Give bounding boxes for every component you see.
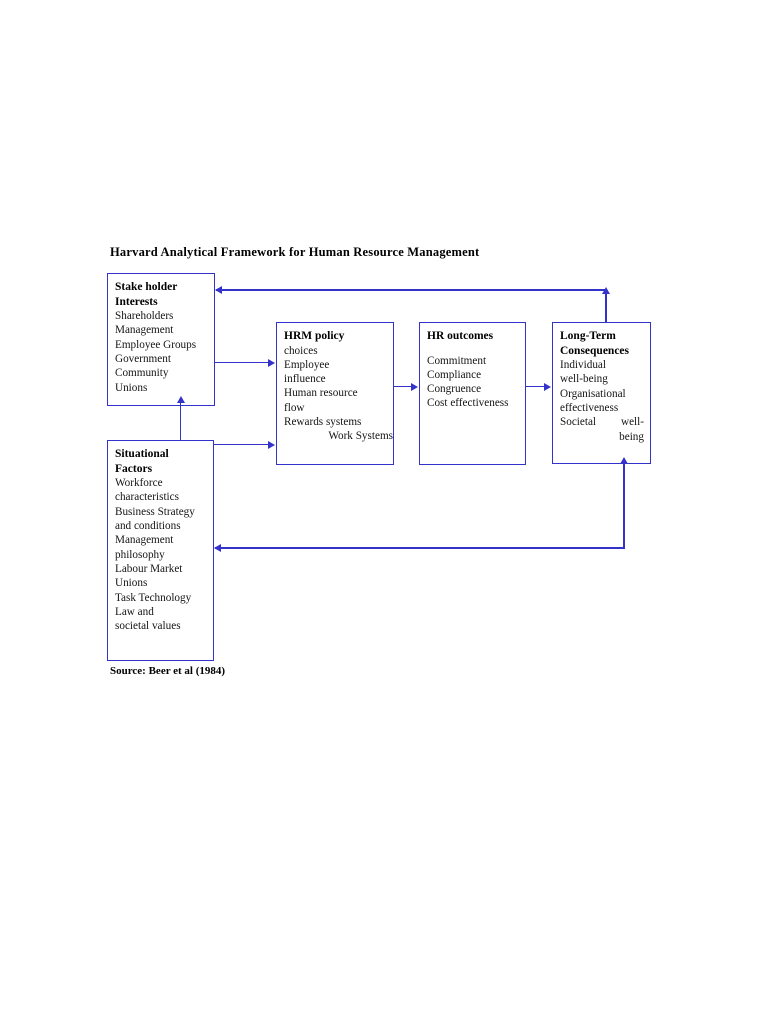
list-item: influence bbox=[284, 373, 326, 386]
connector-stakeholder-to-hrm-policy-line bbox=[215, 361, 269, 364]
connector-long-term-feedback-top-riser bbox=[605, 290, 607, 323]
list-item: choices bbox=[284, 344, 318, 357]
list-item-being: being bbox=[619, 430, 644, 443]
node-stakeholder-interests[interactable]: Stake holder Interests Shareholders Mana… bbox=[107, 273, 215, 406]
list-item: philosophy bbox=[115, 548, 165, 561]
list-item: flow bbox=[284, 401, 305, 414]
list-item: Business Strategy bbox=[115, 505, 195, 518]
connector-situational-to-hrm-policy-arrowhead bbox=[268, 440, 275, 449]
list-item: Individual bbox=[560, 359, 606, 372]
connector-hr-outcomes-to-long-term-arrowhead bbox=[544, 382, 551, 391]
node-hr-outcomes[interactable]: HR outcomes Commitment Compliance Congru… bbox=[419, 322, 526, 465]
list-item: societal values bbox=[115, 620, 181, 633]
list-item-societal: Societal bbox=[560, 416, 597, 429]
connector-hrm-policy-to-hr-outcomes-line bbox=[393, 385, 413, 388]
node-long-term-consequences-title: Long-Term Consequences bbox=[560, 330, 630, 357]
node-hrm-policy-title: HRM policy bbox=[284, 330, 345, 342]
connector-long-term-feedback-bottom-riser bbox=[623, 460, 625, 549]
node-long-term-consequences-list: Individual well-being Organisational eff… bbox=[560, 358, 644, 444]
diagram-title: Harvard Analytical Framework for Human R… bbox=[110, 245, 480, 259]
connector-stakeholder-to-hrm-policy-arrowhead bbox=[268, 358, 275, 367]
node-long-term-consequences-content: Long-Term Consequences Individual well-b… bbox=[553, 323, 650, 444]
list-item: characteristics bbox=[115, 491, 179, 504]
list-item: Unions bbox=[115, 577, 148, 590]
node-situational-factors-content: Situational Factors Workforce characteri… bbox=[108, 441, 213, 633]
list-item: Shareholders bbox=[115, 310, 174, 323]
list-item: Unions bbox=[115, 381, 148, 394]
connector-long-term-feedback-to-stakeholder-line bbox=[216, 289, 606, 291]
node-hrm-policy-content: HRM policy choices Employee influence Hu… bbox=[277, 323, 393, 444]
node-hr-outcomes-list: Commitment Compliance Congruence Cost ef… bbox=[427, 354, 519, 411]
list-item: Cost effectiveness bbox=[427, 397, 509, 410]
node-stakeholder-interests-content: Stake holder Interests Shareholders Mana… bbox=[108, 274, 214, 395]
list-item: Human resource bbox=[284, 387, 358, 400]
node-situational-factors-list: Workforce characteristics Business Strat… bbox=[115, 476, 207, 633]
list-item: Rewards systems bbox=[284, 416, 362, 429]
list-item: Congruence bbox=[427, 383, 482, 396]
list-item: Task Technology bbox=[115, 591, 192, 604]
node-situational-factors-title: Situational Factors bbox=[115, 448, 169, 475]
list-item: Management bbox=[115, 534, 174, 547]
connector-situational-to-stakeholder-line bbox=[179, 399, 182, 441]
list-item: Workforce bbox=[115, 477, 163, 490]
connector-long-term-feedback-to-situational-line bbox=[215, 547, 624, 549]
list-item: Management bbox=[115, 324, 174, 337]
list-item: Organisational bbox=[560, 387, 626, 400]
connector-hr-outcomes-to-long-term-line bbox=[525, 385, 546, 388]
list-item: Employee Groups bbox=[115, 338, 197, 351]
list-item-societal-wellbeing: Societal well- bbox=[560, 415, 644, 429]
connector-long-term-feedback-bottom-riser-arrowhead bbox=[620, 457, 629, 464]
list-item: Law and bbox=[115, 605, 154, 618]
list-item: Labour Market bbox=[115, 562, 183, 575]
node-stakeholder-interests-list: Shareholders Management Employee Groups … bbox=[115, 309, 208, 395]
node-hrm-policy[interactable]: HRM policy choices Employee influence Hu… bbox=[276, 322, 394, 465]
list-item: and conditions bbox=[115, 520, 181, 533]
node-hr-outcomes-title: HR outcomes bbox=[427, 330, 494, 342]
connector-situational-to-hrm-policy-line bbox=[214, 443, 269, 446]
connector-hrm-policy-to-hr-outcomes-arrowhead bbox=[411, 382, 418, 391]
node-stakeholder-interests-title: Stake holder Interests bbox=[115, 281, 178, 308]
node-hrm-policy-list: choices Employee influence Human resourc… bbox=[284, 344, 393, 444]
list-item: Community bbox=[115, 367, 169, 380]
node-long-term-consequences[interactable]: Long-Term Consequences Individual well-b… bbox=[552, 322, 651, 464]
list-item: Employee bbox=[284, 358, 330, 371]
connector-situational-to-stakeholder-arrowhead bbox=[176, 396, 185, 403]
list-item-well: well- bbox=[621, 416, 644, 429]
list-item: Commitment bbox=[427, 354, 487, 367]
list-item: effectiveness bbox=[560, 402, 619, 415]
node-hr-outcomes-content: HR outcomes Commitment Compliance Congru… bbox=[420, 323, 525, 411]
source-citation: Source: Beer et al (1984) bbox=[110, 665, 226, 677]
connector-long-term-feedback-top-riser-arrowhead bbox=[602, 287, 611, 294]
connector-long-term-feedback-to-situational-arrowhead bbox=[214, 544, 221, 553]
node-situational-factors[interactable]: Situational Factors Workforce characteri… bbox=[107, 440, 214, 661]
list-item: Government bbox=[115, 353, 171, 366]
list-item: well-being bbox=[560, 373, 608, 386]
connector-long-term-feedback-to-stakeholder-arrowhead bbox=[215, 286, 222, 295]
list-item: Compliance bbox=[427, 368, 482, 381]
list-item-work-systems: Work Systems bbox=[328, 430, 393, 443]
